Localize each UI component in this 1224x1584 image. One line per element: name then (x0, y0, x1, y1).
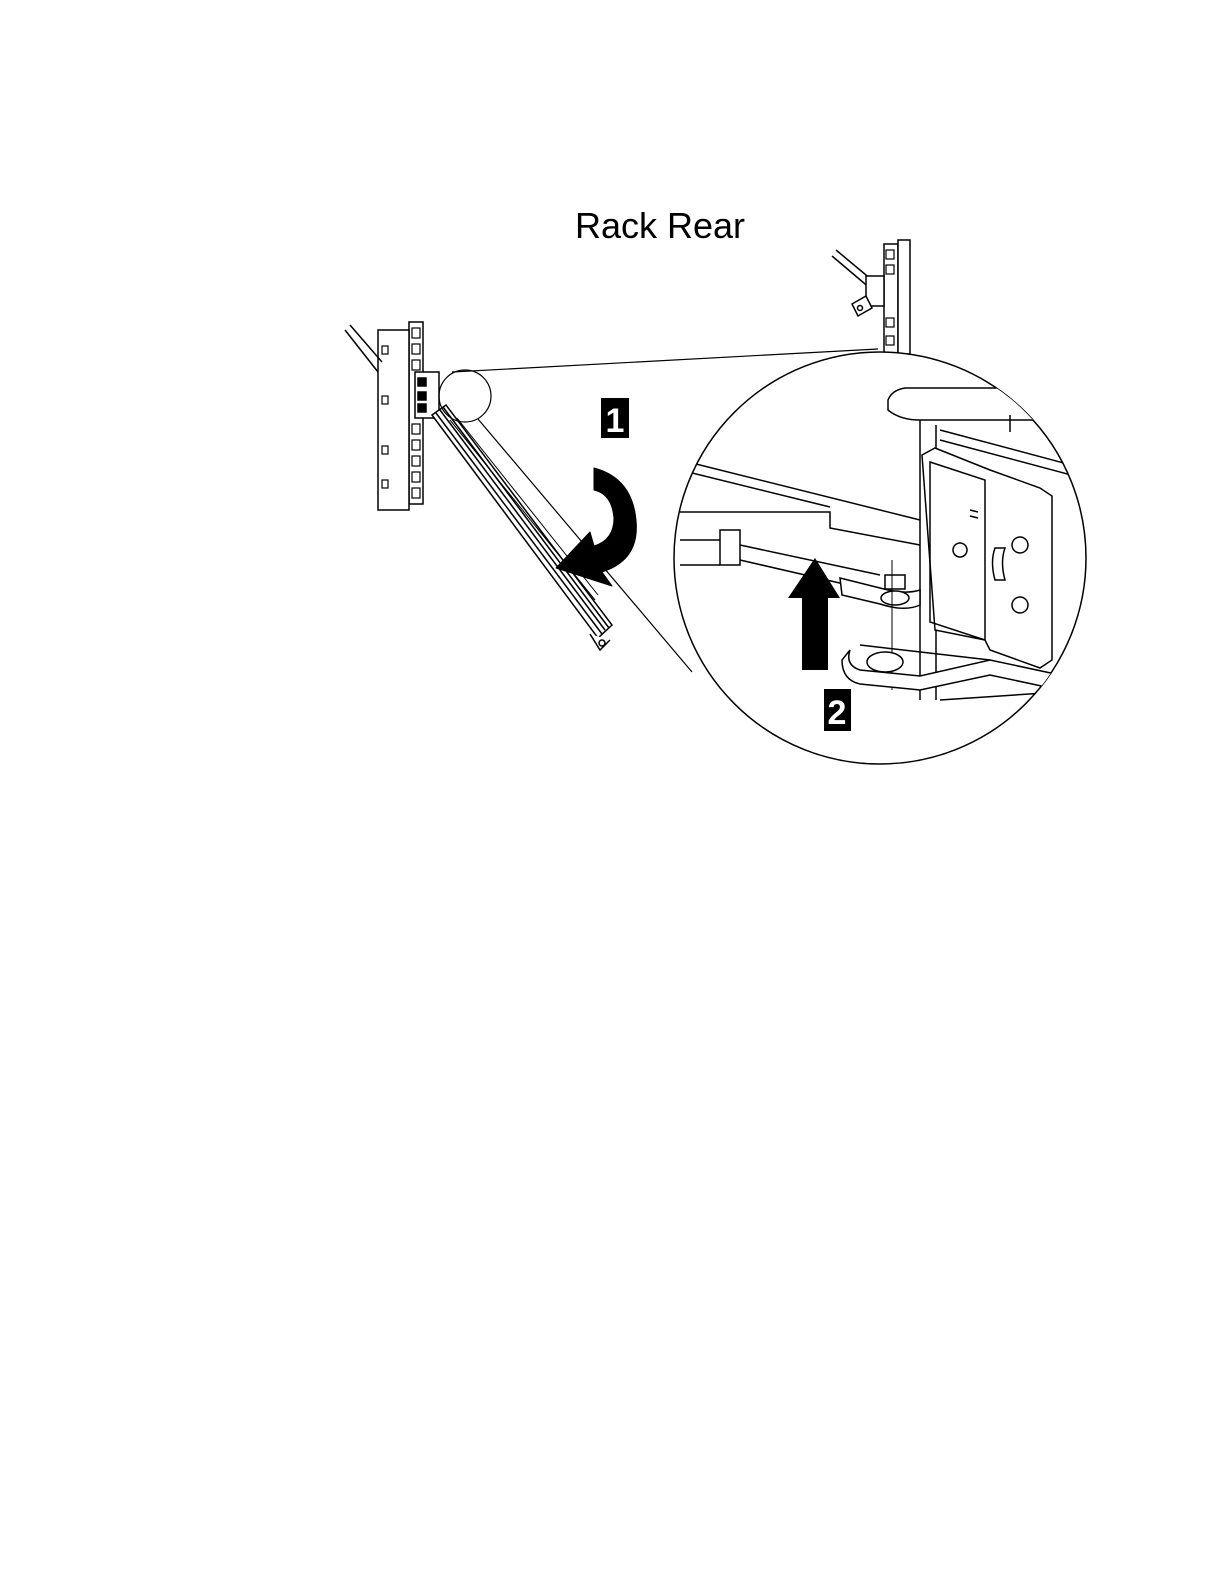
step-2-label: 2 (828, 694, 847, 732)
diagram-title: Rack Rear (575, 205, 745, 246)
right-rack-post (832, 240, 910, 354)
step-2-badge: 2 (824, 689, 851, 732)
curved-arrow-icon (556, 468, 636, 586)
magnified-view (674, 352, 1090, 764)
step-1-label: 1 (606, 402, 625, 440)
step-1-badge: 1 (601, 398, 629, 440)
left-rack-post (345, 322, 439, 510)
slide-rail (432, 405, 612, 650)
